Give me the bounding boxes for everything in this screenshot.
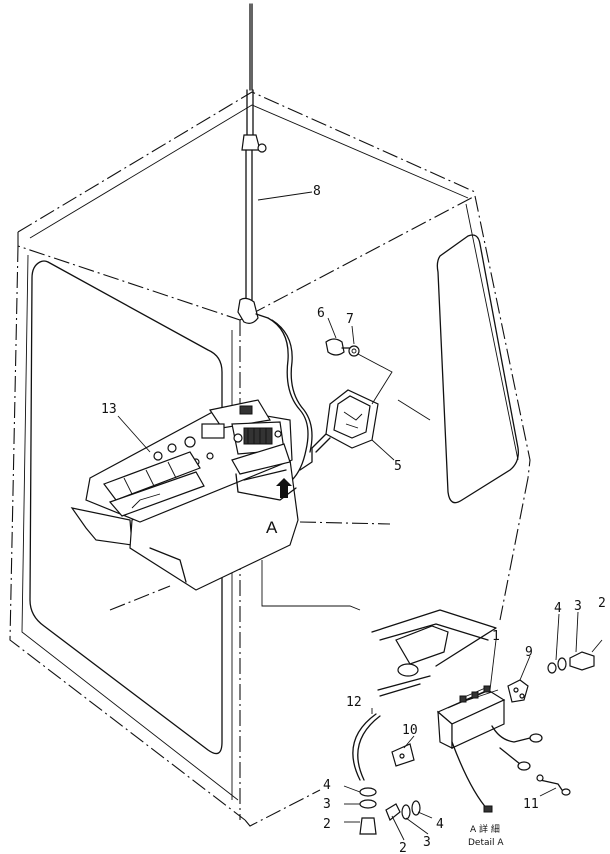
callout-4-left: 4 [323, 778, 331, 793]
radio-bracket [299, 389, 379, 471]
callout-3-right: 3 [574, 599, 582, 614]
callout-11: 11 [523, 797, 539, 812]
callout-9: 9 [525, 645, 533, 660]
callout-8: 8 [313, 184, 321, 199]
radio-unit [436, 685, 506, 749]
left-window [29, 260, 223, 755]
bolt-right [547, 651, 595, 674]
right-window [436, 234, 519, 504]
callout-7: 7 [346, 312, 354, 327]
callout-1: 1 [492, 629, 500, 644]
view-arrow-a [276, 478, 292, 498]
callout-3-bottom: 3 [423, 835, 431, 850]
antenna [237, 3, 269, 324]
screw [325, 338, 351, 356]
callout-10: 10 [402, 723, 418, 738]
radio-wiring [352, 713, 543, 813]
radio-bracket-small [507, 679, 529, 703]
callout-6: 6 [317, 306, 325, 321]
bolt-left [359, 787, 377, 835]
callout-3-left: 3 [323, 797, 331, 812]
callout-4-right: 4 [554, 601, 562, 616]
bolt-bottom [385, 800, 421, 821]
callout-2-right: 2 [598, 596, 606, 611]
harness [536, 774, 571, 796]
callout-2-bottom: 2 [399, 841, 407, 854]
leader-lines [117, 191, 603, 841]
callout-5: 5 [394, 459, 402, 474]
callout-12: 12 [346, 695, 362, 710]
antenna-cable [267, 317, 313, 501]
view-marker-label: A [266, 518, 278, 537]
callout-13: 13 [101, 402, 117, 417]
detail-a-floor [371, 609, 497, 697]
rear-floor-lines [109, 399, 431, 611]
detail-caption-english: Detail A [468, 838, 504, 848]
console [70, 399, 299, 591]
callout-2-left: 2 [323, 817, 331, 832]
washer [348, 345, 360, 357]
mounting-bracket [391, 743, 415, 767]
callout-4-bottom: 4 [436, 817, 444, 832]
detail-caption-japanese: A 詳 細 [470, 823, 500, 835]
